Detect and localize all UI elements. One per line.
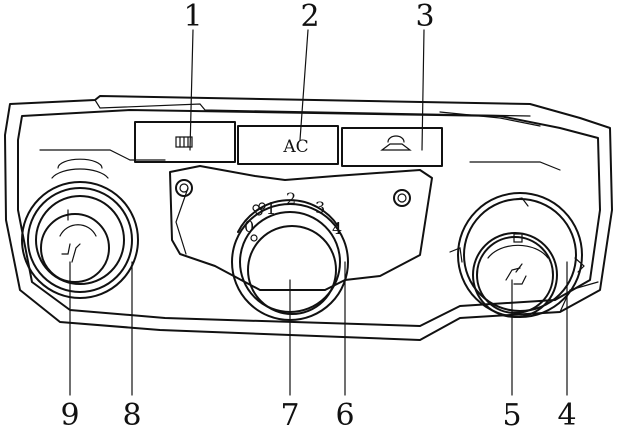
right-knob[interactable] — [449, 192, 585, 318]
ac-label: AC — [282, 137, 308, 157]
button-strip: AC — [134, 121, 443, 167]
callout-1: 1 — [183, 0, 202, 34]
recirculation-icon — [380, 135, 412, 151]
leader-1 — [189, 29, 194, 151]
right-screw — [393, 189, 411, 207]
rear-defrost-icon — [175, 136, 193, 148]
fan-speed-knob[interactable]: 0 1 2 3 4 — [231, 189, 349, 321]
callout-5: 5 — [502, 398, 521, 431]
fan-position-3: 3 — [315, 198, 325, 217]
leader-2 — [299, 29, 309, 141]
seat-heat-icon-left — [61, 243, 81, 263]
fan-position-0: 0 — [244, 217, 254, 236]
callout-7: 7 — [280, 398, 299, 431]
callout-9: 9 — [60, 398, 79, 431]
callout-6: 6 — [335, 398, 354, 431]
callout-8: 8 — [122, 398, 141, 431]
left-knob[interactable] — [21, 158, 139, 299]
callout-3: 3 — [415, 0, 434, 34]
fan-position-2: 2 — [286, 189, 296, 208]
seat-heat-icon — [505, 263, 527, 285]
callout-4: 4 — [557, 398, 576, 431]
center-recess — [169, 165, 433, 291]
panel-bezel — [4, 95, 613, 341]
callout-numbers: 1 2 3 4 5 6 7 8 9 — [60, 0, 576, 431]
leader-lines — [69, 29, 568, 396]
fan-icon — [252, 202, 266, 216]
recirculation-button[interactable] — [341, 127, 443, 167]
ac-button[interactable] — [237, 125, 339, 165]
leader-3 — [421, 29, 425, 151]
left-screw — [175, 179, 193, 197]
fan-position-1: 1 — [266, 199, 276, 218]
fan-position-4: 4 — [332, 219, 342, 238]
callout-2: 2 — [300, 0, 319, 34]
rear-defrost-button[interactable] — [134, 121, 236, 163]
